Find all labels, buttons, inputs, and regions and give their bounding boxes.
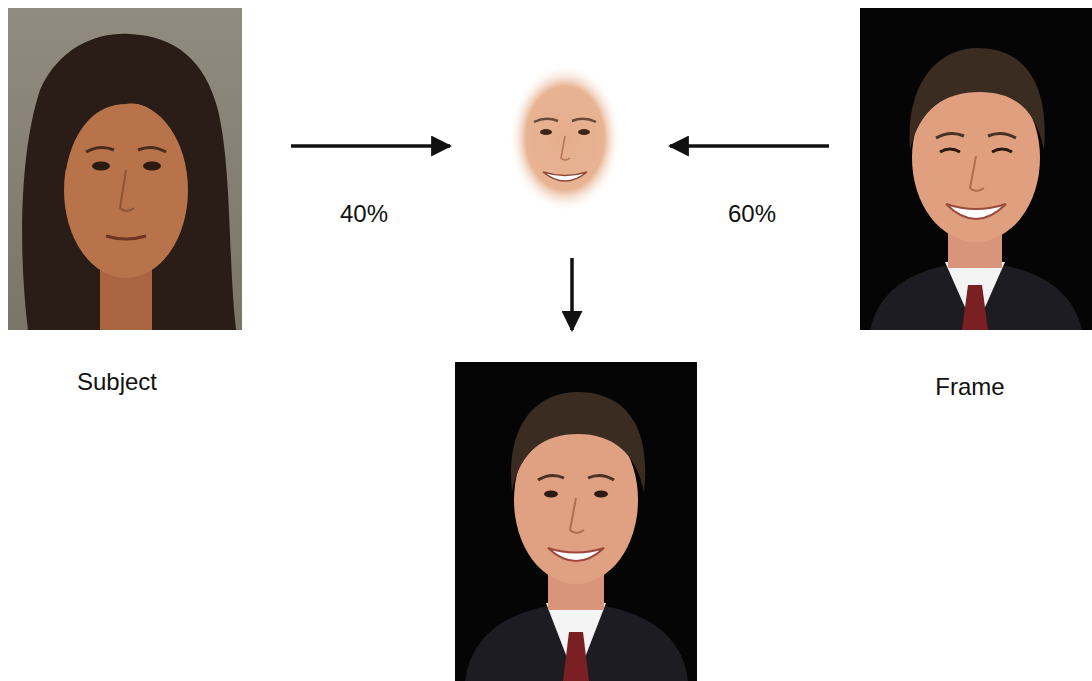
arrow xyxy=(670,144,829,148)
panel-caption: Subject xyxy=(77,368,157,397)
photo-panel: Frame xyxy=(860,8,1092,330)
subject-photo xyxy=(8,8,242,330)
weight-percent: 40% xyxy=(340,200,388,229)
result-photo xyxy=(455,362,697,681)
frame-photo xyxy=(860,8,1092,330)
panel-caption: Frame xyxy=(935,373,1004,402)
arrow xyxy=(291,144,450,148)
photo-panel: Subject xyxy=(8,8,242,330)
blended-face xyxy=(509,64,621,212)
arrow xyxy=(570,258,574,330)
weight-percent: 60% xyxy=(728,200,776,229)
